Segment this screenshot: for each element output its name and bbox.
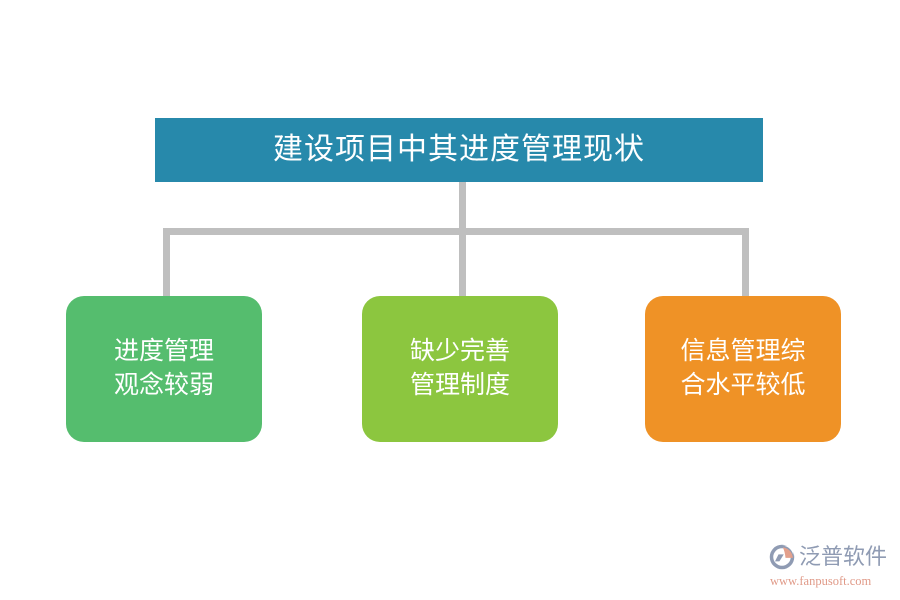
leaf-node-1: 进度管理 观念较弱 — [66, 296, 262, 442]
connector-horizontal-bus — [163, 228, 749, 235]
leaf-node-3-line1: 信息管理综 — [680, 337, 806, 366]
leaf-node-2-line2: 管理制度 — [409, 371, 510, 399]
connector-drop-right — [742, 228, 749, 298]
leaf-node-3-line2: 合水平较低 — [680, 371, 806, 399]
root-node: 建设项目中其进度管理现状 — [155, 118, 763, 182]
leaf-node-1-line2: 观念较弱 — [113, 371, 214, 399]
brand-url-label: www.fanpusoft.com — [770, 574, 872, 588]
root-node-label: 建设项目中其进度管理现状 — [273, 133, 645, 166]
leaf-node-3: 信息管理综 合水平较低 — [645, 296, 841, 442]
brand-watermark: 泛普软件 www.fanpusoft.com — [768, 542, 892, 590]
connector-drop-left — [163, 228, 170, 298]
brand-name-label: 泛普软件 — [799, 544, 888, 569]
leaf-node-1-line1: 进度管理 — [113, 337, 214, 366]
connector-trunk-vertical — [459, 182, 466, 234]
fanpu-logo-icon — [769, 544, 795, 570]
leaf-node-2: 缺少完善 管理制度 — [362, 296, 558, 442]
leaf-node-2-line1: 缺少完善 — [409, 337, 510, 366]
connector-drop-center — [459, 228, 466, 298]
brand-top-row: 泛普软件 — [768, 542, 887, 572]
